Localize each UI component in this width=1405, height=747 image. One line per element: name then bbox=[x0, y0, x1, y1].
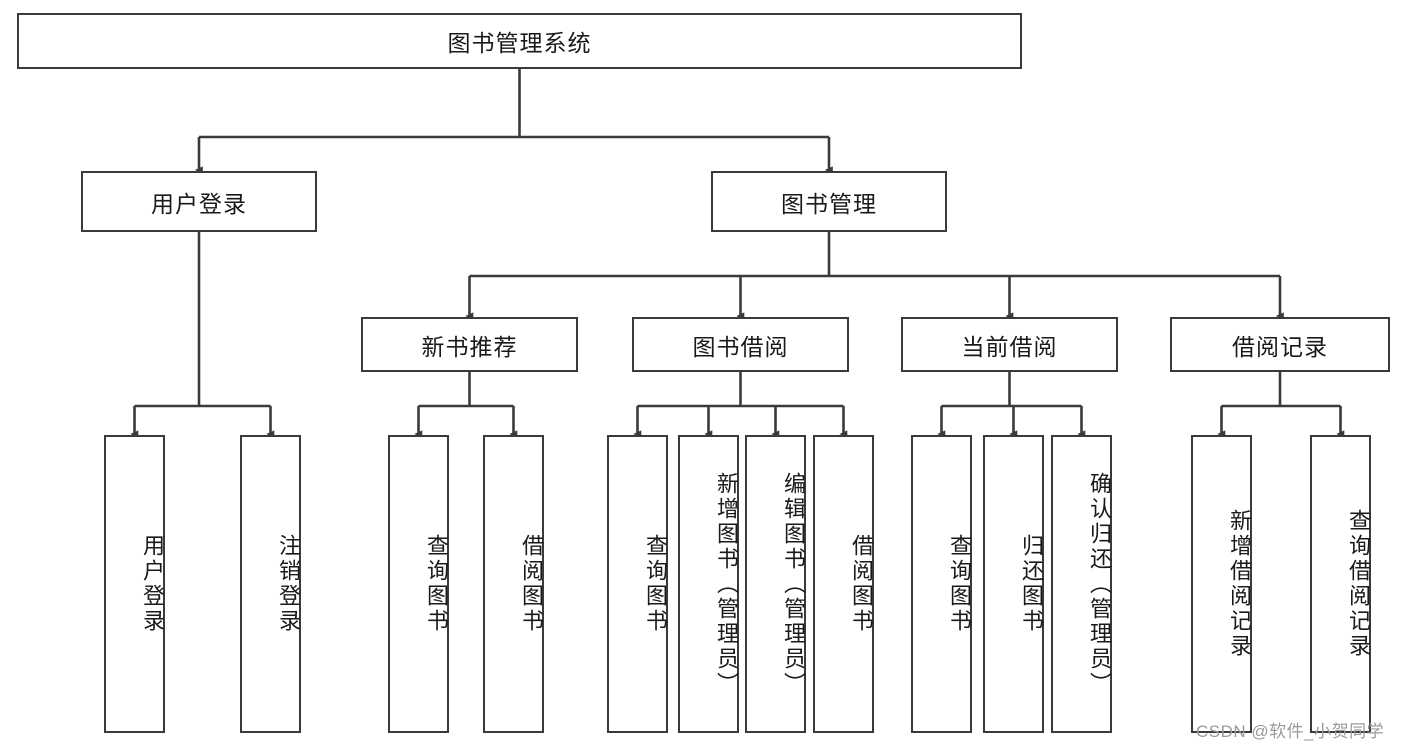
node-label: 新增借阅记录 bbox=[1227, 509, 1252, 659]
node-label: 查询借阅记录 bbox=[1346, 509, 1371, 659]
node-leaf-logout[interactable]: 注销登录 bbox=[240, 435, 301, 733]
node-leaf-query-book-2[interactable]: 查询图书 bbox=[607, 435, 668, 733]
node-label: 用户登录 bbox=[140, 534, 165, 634]
node-leaf-add-record[interactable]: 新增借阅记录 bbox=[1191, 435, 1252, 733]
node-label: 新增图书（管理员） bbox=[714, 471, 739, 697]
node-label: 借阅图书 bbox=[519, 534, 544, 634]
csdn-watermark: CSDN @软件_小贺同学 bbox=[1196, 722, 1385, 741]
node-label: 图书管理 bbox=[781, 190, 877, 217]
node-label: 注销登录 bbox=[276, 534, 301, 634]
node-label: 借阅记录 bbox=[1232, 333, 1328, 360]
node-label: 查询图书 bbox=[424, 534, 449, 634]
node-leaf-query-book-3[interactable]: 查询图书 bbox=[911, 435, 972, 733]
node-leaf-edit-book[interactable]: 编辑图书（管理员） bbox=[745, 435, 806, 733]
node-user-login[interactable]: 用户登录 bbox=[81, 171, 317, 232]
node-book-borrow[interactable]: 图书借阅 bbox=[632, 317, 849, 372]
node-book-management[interactable]: 图书管理 bbox=[711, 171, 947, 232]
node-label: 当前借阅 bbox=[961, 333, 1058, 360]
node-leaf-query-record[interactable]: 查询借阅记录 bbox=[1310, 435, 1371, 733]
node-leaf-add-book[interactable]: 新增图书（管理员） bbox=[678, 435, 739, 733]
node-label: 借阅图书 bbox=[849, 534, 874, 634]
node-current-borrow[interactable]: 当前借阅 bbox=[901, 317, 1118, 372]
node-leaf-borrow-book-1[interactable]: 借阅图书 bbox=[483, 435, 544, 733]
node-label: 新书推荐 bbox=[421, 333, 518, 360]
node-root[interactable]: 图书管理系统 bbox=[17, 13, 1022, 69]
node-label: 图书管理系统 bbox=[447, 30, 592, 56]
node-new-book-recommend[interactable]: 新书推荐 bbox=[361, 317, 578, 372]
node-label: 图书借阅 bbox=[692, 333, 789, 360]
node-leaf-return-book[interactable]: 归还图书 bbox=[983, 435, 1044, 733]
node-borrow-record[interactable]: 借阅记录 bbox=[1170, 317, 1390, 372]
node-label: 查询图书 bbox=[643, 534, 668, 634]
node-label: 查询图书 bbox=[947, 534, 972, 634]
node-leaf-user-login[interactable]: 用户登录 bbox=[104, 435, 165, 733]
node-label: 确认归还（管理员） bbox=[1087, 471, 1112, 697]
node-label: 归还图书 bbox=[1019, 534, 1044, 634]
node-leaf-borrow-book-2[interactable]: 借阅图书 bbox=[813, 435, 874, 733]
node-leaf-confirm-return[interactable]: 确认归还（管理员） bbox=[1051, 435, 1112, 733]
node-label: 编辑图书（管理员） bbox=[781, 471, 806, 697]
node-leaf-query-book-1[interactable]: 查询图书 bbox=[388, 435, 449, 733]
node-label: 用户登录 bbox=[151, 190, 247, 217]
